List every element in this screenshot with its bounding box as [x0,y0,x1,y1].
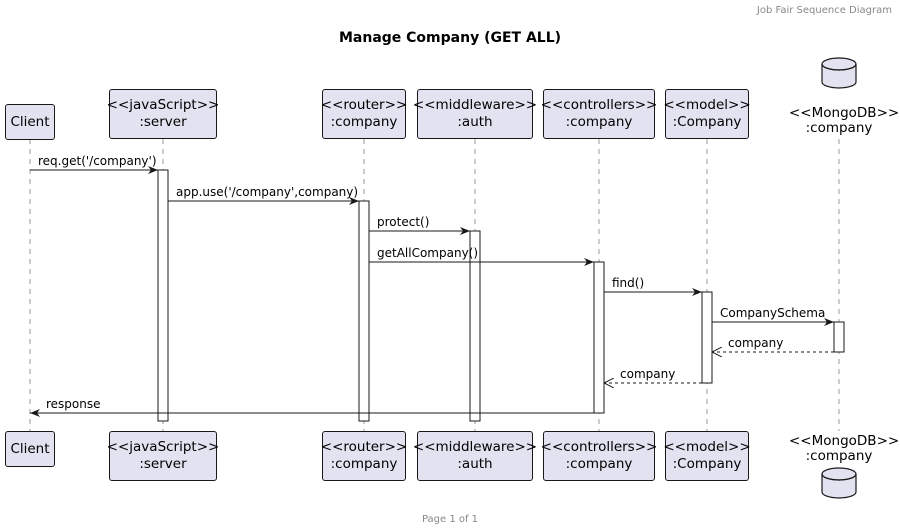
participant-label-line2: :auth [457,456,493,472]
participant-label-line2: :company [330,456,398,472]
message-label-7: company [728,336,784,350]
participant-client-bottom: Client [5,431,55,467]
participant-model-top: <<model>>:Company [663,89,751,139]
participant-label-line1: <<controllers>> [540,439,658,455]
database-icon [821,57,857,89]
diagram-caption: Job Fair Sequence Diagram [756,5,892,16]
message-label-3: protect() [377,215,430,229]
participant-label-line1: <<javaScript>> [106,97,220,113]
participant-controllers-bottom: <<controllers>>:company [540,431,658,481]
participant-label-line1: <<middleware>> [412,97,538,113]
participant-db-top: <<MongoDB>>:company [789,105,900,136]
activation-middleware [469,230,481,422]
participant-router-bottom: <<router>>:company [320,431,408,481]
participant-server-top: <<javaScript>>:server [106,89,220,139]
message-label-1: req.get('/company') [38,154,157,168]
activation-controllers [593,261,605,414]
participant-label-line1: Client [10,440,50,457]
participant-label-line1: <<model>> [663,439,751,455]
message-label-4: getAllCompany() [377,246,479,260]
activation-server [157,169,169,422]
participant-server-bottom: <<javaScript>>:server [106,431,220,481]
activation-router [358,200,370,422]
participant-label-line1: <<model>> [663,97,751,113]
participant-label-line2: :Company [672,114,742,130]
participant-label-line2: :company [565,456,633,472]
participant-router-top: <<router>>:company [320,89,408,139]
participant-label-line2: :company [565,114,633,130]
participant-label-line1: <<controllers>> [540,97,658,113]
page-footer: Page 1 of 1 [421,514,479,525]
activation-db [833,321,845,353]
participant-client-top: Client [5,104,55,140]
message-label-2: app.use('/company',company) [176,185,359,199]
participant-label-line2: :server [139,456,187,472]
participant-label-line2: :Company [672,456,742,472]
participant-label-line1: <<router>> [320,97,408,113]
participant-label-line2: :auth [457,114,493,130]
diagram-title: Manage Company (GET ALL) [338,30,562,46]
participant-label-line1: <<MongoDB>> [789,433,900,449]
participant-middleware-top: <<middleware>>:auth [413,89,537,139]
participant-label-line2: :company [805,448,873,464]
message-label-9: response [46,397,101,411]
message-label-5: find() [612,276,645,290]
participant-label-line1: <<MongoDB>> [789,105,900,121]
participant-label-line1: Client [10,113,50,130]
participant-label-line2: :company [805,120,873,136]
participant-label-line1: <<middleware>> [412,439,538,455]
participant-label-line1: <<javaScript>> [106,439,220,455]
database-icon [821,467,857,499]
message-label-6: CompanySchema [720,306,826,320]
participant-label-line2: :company [330,114,398,130]
participant-label-line2: :server [139,114,187,130]
participant-model-bottom: <<model>>:Company [663,431,751,481]
message-label-8: company [620,367,676,381]
participant-middleware-bottom: <<middleware>>:auth [413,431,537,481]
participant-db-bottom: <<MongoDB>>:company [789,433,900,464]
participant-controllers-top: <<controllers>>:company [540,89,658,139]
participant-label-line1: <<router>> [320,439,408,455]
activation-model [701,291,713,384]
